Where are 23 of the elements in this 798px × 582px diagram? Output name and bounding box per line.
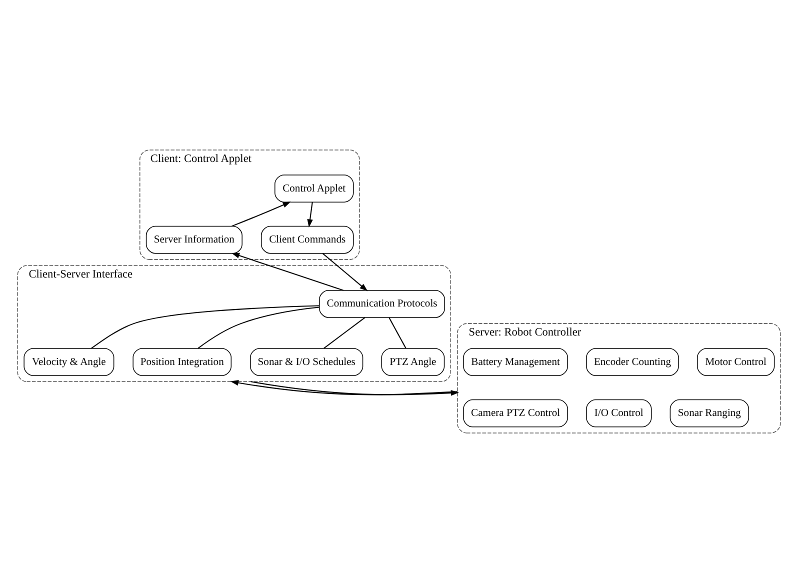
node-box: Velocity & Angle [24, 348, 114, 376]
arrow [307, 202, 313, 227]
node-box: Encoder Counting [586, 348, 679, 376]
node-box: I/O Control [586, 398, 652, 427]
connector [388, 316, 406, 348]
arrow [250, 380, 460, 396]
node-box: Camera PTZ Control [463, 398, 568, 427]
connector [91, 304, 320, 348]
node-box: Client Commands [260, 225, 354, 254]
node-box: Sonar & I/O Schedules [250, 348, 364, 376]
arrow [231, 252, 344, 290]
node-box: Control Applet [274, 174, 354, 202]
connector [198, 306, 320, 348]
node-box: Motor Control [696, 348, 775, 376]
node-box: Communication Protocols [319, 290, 446, 318]
arrow [232, 201, 291, 226]
connector [324, 316, 366, 348]
node-box: Server Information [146, 225, 242, 254]
arrow [230, 379, 458, 395]
node-box: Position Integration [132, 348, 232, 376]
node-box: Battery Management [463, 348, 568, 376]
node-box: PTZ Angle [381, 348, 445, 376]
node-box: Sonar Ranging [670, 398, 750, 427]
